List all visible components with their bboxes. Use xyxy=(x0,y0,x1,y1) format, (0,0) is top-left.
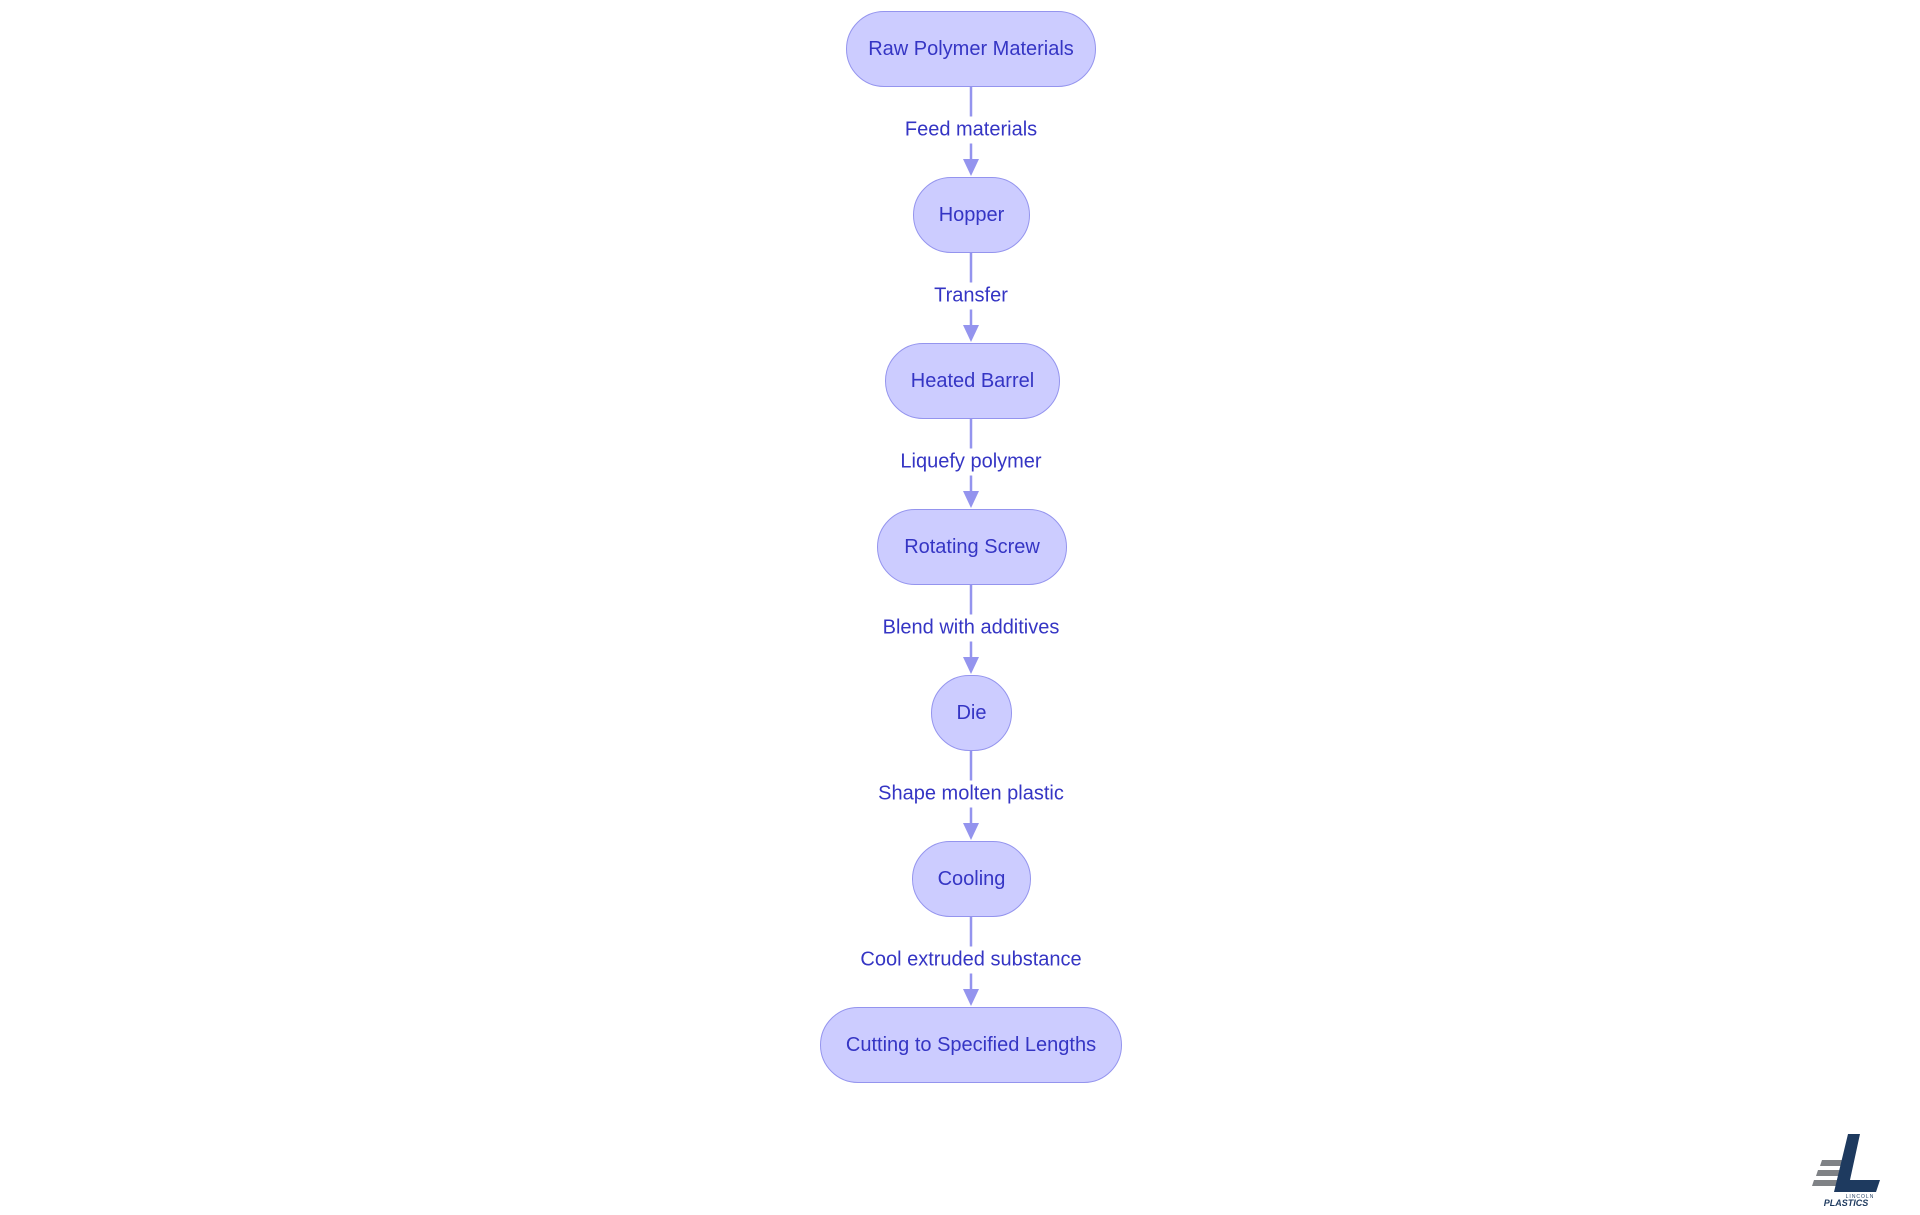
edge-arrowhead-raw-hopper xyxy=(963,159,979,176)
logo-l-shape xyxy=(1834,1134,1880,1192)
edge-arrowhead-barrel-screw xyxy=(963,491,979,508)
logo-bar-2 xyxy=(1816,1170,1842,1176)
node-heated-barrel: Heated Barrel xyxy=(885,343,1060,419)
edge-label-blend-with-additives: Blend with additives xyxy=(878,614,1064,642)
node-cutting-to-specified-lengths: Cutting to Specified Lengths xyxy=(820,1007,1122,1083)
lincoln-plastics-logo: LINCOLN PLASTICS xyxy=(1812,1134,1880,1208)
edge-label-feed-materials: Feed materials xyxy=(900,116,1042,144)
edge-arrowhead-die-cooling xyxy=(963,823,979,840)
edge-label-shape-molten-plastic: Shape molten plastic xyxy=(874,780,1068,808)
edge-arrowhead-cooling-cutting xyxy=(963,989,979,1006)
edge-arrowhead-screw-die xyxy=(963,657,979,674)
node-cooling: Cooling xyxy=(912,841,1031,917)
node-hopper: Hopper xyxy=(913,177,1030,253)
node-rotating-screw: Rotating Screw xyxy=(877,509,1067,585)
logo-text-bottom: PLASTICS xyxy=(1824,1198,1869,1208)
edge-label-liquefy-polymer: Liquefy polymer xyxy=(896,448,1046,476)
node-raw-polymer-materials: Raw Polymer Materials xyxy=(846,11,1096,87)
logo-bar-1 xyxy=(1820,1160,1846,1166)
edge-arrowhead-hopper-barrel xyxy=(963,325,979,342)
edge-label-transfer: Transfer xyxy=(930,282,1012,310)
edge-label-cool-extruded-substance: Cool extruded substance xyxy=(856,946,1086,974)
logo-text-top: LINCOLN xyxy=(1846,1194,1875,1200)
node-die: Die xyxy=(931,675,1012,751)
logo-bar-3 xyxy=(1812,1180,1838,1186)
